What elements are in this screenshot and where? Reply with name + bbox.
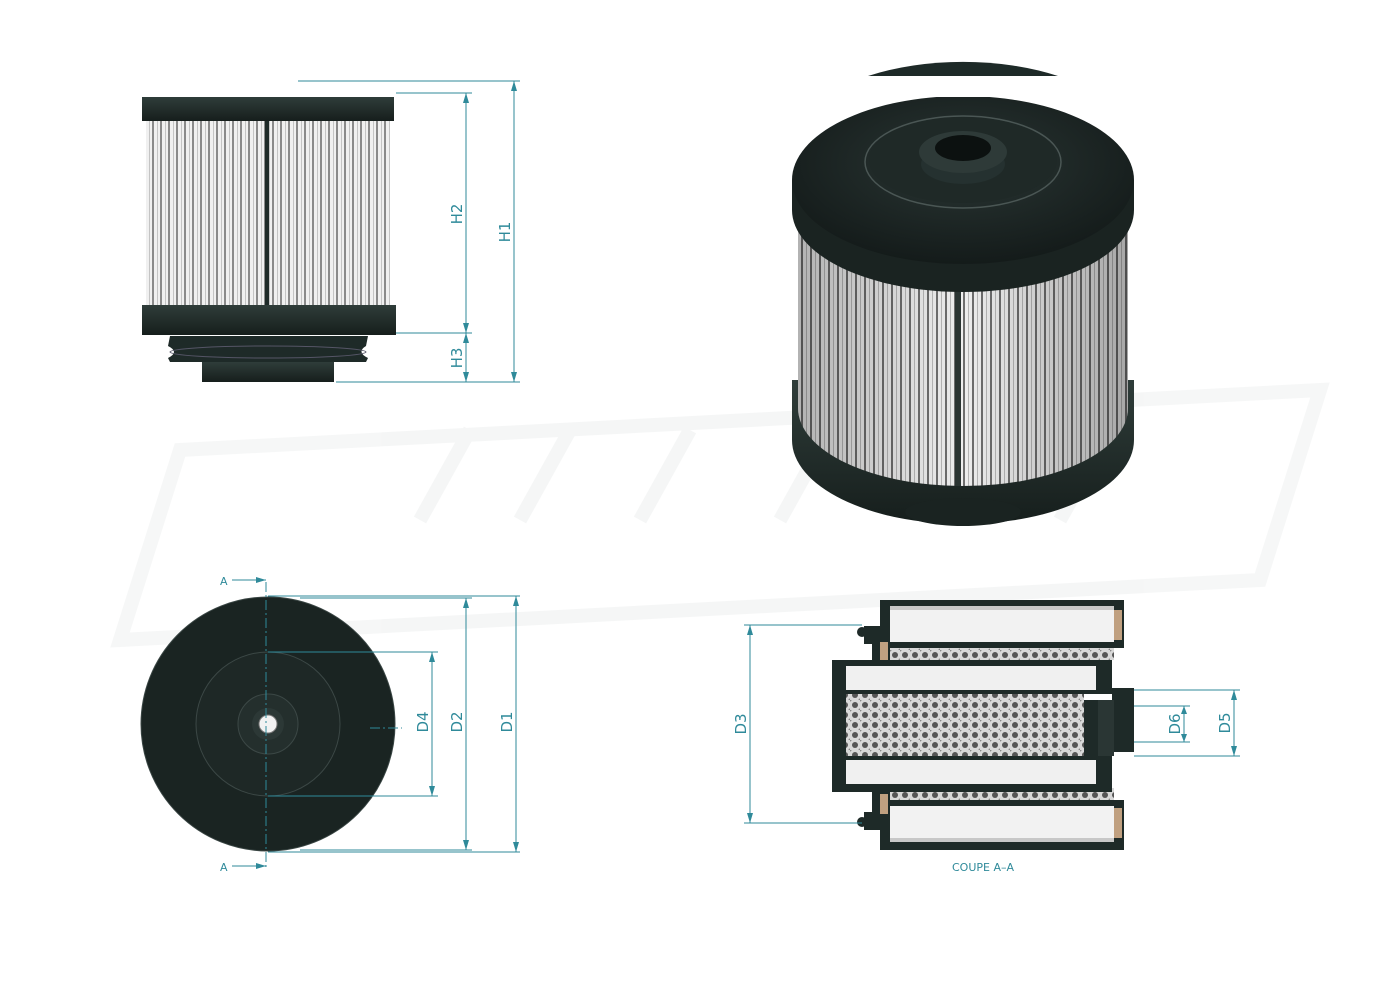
o-ring-groove bbox=[168, 336, 368, 362]
front-dimensions: H2 H3 H1 bbox=[298, 80, 520, 383]
inner-media-bottom bbox=[846, 760, 1096, 784]
d6-label: D6 bbox=[1166, 713, 1184, 734]
bottom-end-cap bbox=[142, 305, 396, 335]
end-outlet-bore bbox=[258, 714, 278, 734]
d4-label: D4 bbox=[414, 711, 432, 732]
section-caption: COUPE A–A bbox=[952, 861, 1014, 874]
inner-media-top bbox=[846, 666, 1096, 690]
iso-media-seam bbox=[955, 286, 961, 486]
top-media-section bbox=[890, 606, 1114, 642]
section-mark-top: A bbox=[220, 575, 228, 588]
outer-mesh-top bbox=[890, 648, 1114, 660]
d5-label: D5 bbox=[1216, 712, 1234, 733]
end-dimensions: D4 D2 D1 bbox=[268, 595, 520, 853]
top-end-cap bbox=[142, 97, 394, 121]
section-view bbox=[832, 600, 1134, 850]
isometric-view bbox=[792, 61, 1134, 526]
h1-label: H1 bbox=[496, 222, 514, 243]
h3-label: H3 bbox=[448, 348, 466, 369]
section-mark-bottom: A bbox=[220, 861, 228, 874]
o-ring bbox=[169, 345, 367, 359]
front-elevation-view bbox=[142, 97, 396, 382]
d3-label: D3 bbox=[732, 713, 750, 734]
iso-top-arc bbox=[868, 61, 1058, 76]
bottom-media-section bbox=[890, 806, 1114, 842]
end-view-annotations: A A bbox=[220, 575, 402, 874]
end-view bbox=[140, 596, 396, 852]
inner-core-mesh bbox=[846, 694, 1084, 756]
d2-label: D2 bbox=[448, 711, 466, 732]
h2-label: H2 bbox=[448, 204, 466, 225]
iso-bottom-spigot bbox=[905, 498, 1021, 526]
iso-outlet-bore bbox=[935, 135, 991, 161]
d1-label: D1 bbox=[498, 711, 516, 732]
spigot bbox=[202, 362, 334, 382]
iso-recess-ring bbox=[864, 115, 1062, 209]
section-dimensions: D3 D5 D6 COUPE A–A bbox=[732, 624, 1240, 874]
media-seam bbox=[265, 121, 269, 305]
